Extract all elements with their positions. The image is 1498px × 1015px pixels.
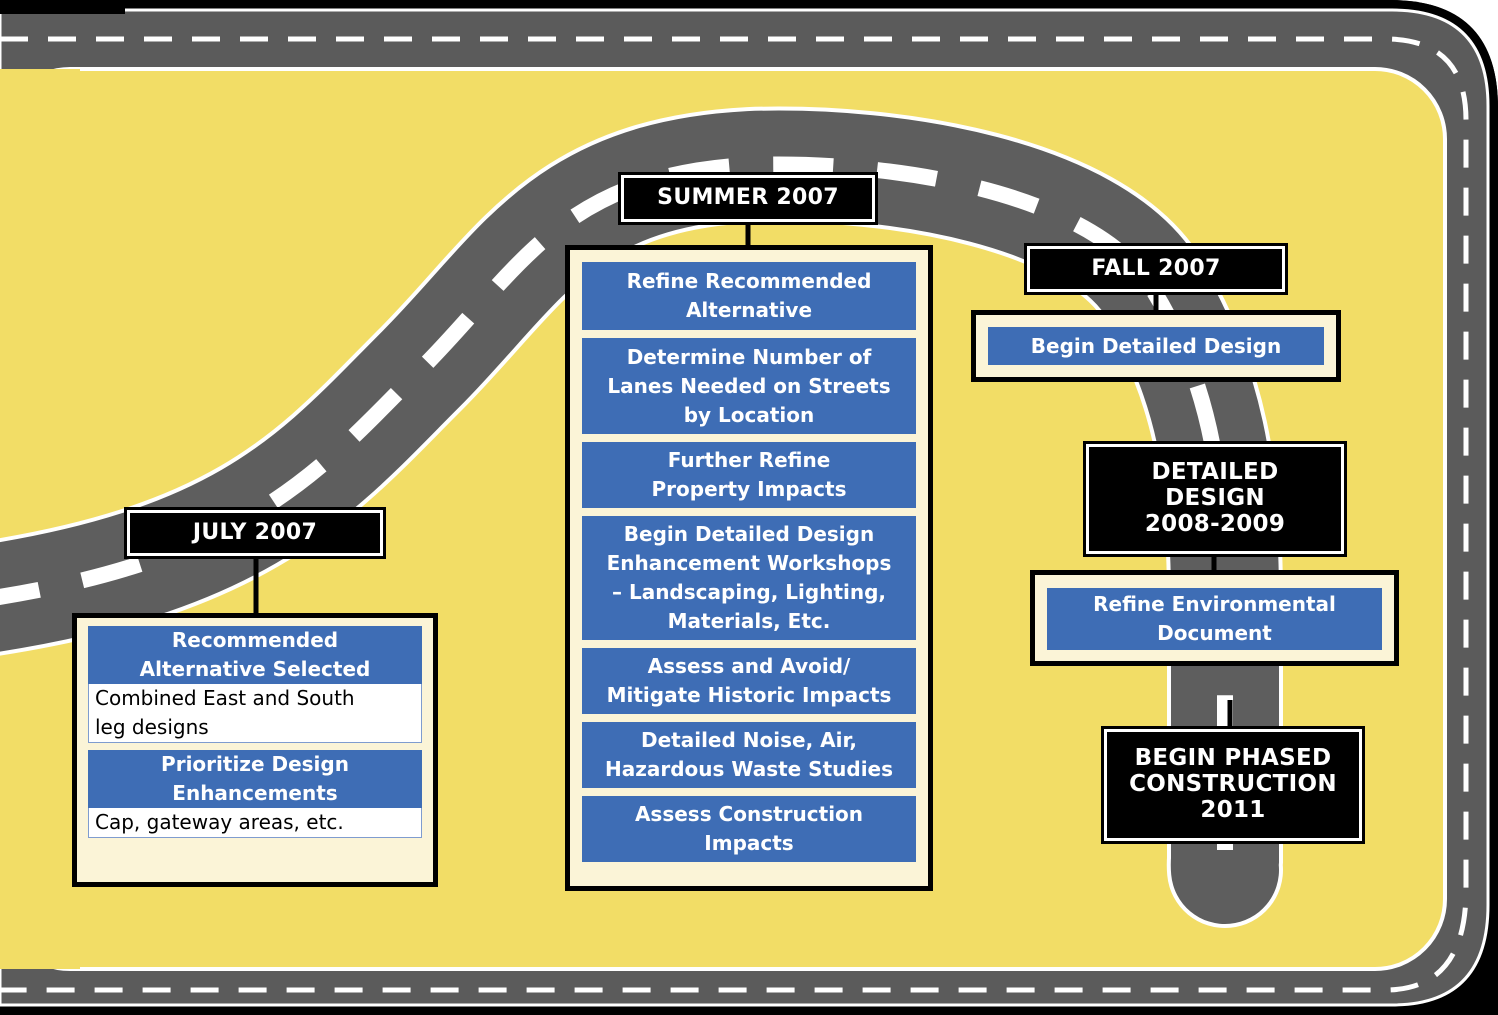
task-determine-lanes: Determine Number of Lanes Needed on Stre… (582, 338, 916, 434)
summer-2007-label: SUMMER 2007 (621, 175, 875, 222)
task-description: Cap, gateway areas, etc. (88, 808, 422, 838)
task-historic-impacts: Assess and Avoid/ Mitigate Historic Impa… (582, 648, 916, 714)
task-refine-environmental: Refine Environmental Document (1047, 588, 1382, 650)
task-construction-impacts: Assess Construction Impacts (582, 796, 916, 862)
summer-2007-panel: Refine Recommended Alternative Determine… (565, 245, 933, 891)
task-enhancement-workshops: Begin Detailed Design Enhancement Worksh… (582, 516, 916, 640)
july-2007-panel: Recommended Alternative Selected Combine… (72, 613, 438, 887)
task-begin-detailed-design: Begin Detailed Design (988, 327, 1324, 365)
corner-tab (0, 0, 125, 14)
fall-2007-panel: Begin Detailed Design (971, 310, 1341, 382)
detailed-design-label: DETAILED DESIGN 2008-2009 (1086, 444, 1344, 554)
construction-2011-label: BEGIN PHASED CONSTRUCTION 2011 (1104, 729, 1362, 841)
task-property-impacts: Further Refine Property Impacts (582, 442, 916, 508)
task-title: Recommended Alternative Selected (88, 626, 422, 684)
task-refine-alternative: Refine Recommended Alternative (582, 262, 916, 330)
task-title: Prioritize Design Enhancements (88, 750, 422, 808)
task-noise-air-studies: Detailed Noise, Air, Hazardous Waste Stu… (582, 722, 916, 788)
detailed-design-panel: Refine Environmental Document (1030, 570, 1399, 666)
task-recommended-alternative: Recommended Alternative Selected Combine… (88, 626, 422, 743)
task-prioritize-enhancements: Prioritize Design Enhancements Cap, gate… (88, 750, 422, 838)
yellow-field-left (0, 69, 80, 969)
task-description: Combined East and South leg designs (88, 684, 422, 743)
july-2007-label: JULY 2007 (127, 510, 383, 556)
fall-2007-label: FALL 2007 (1027, 246, 1285, 292)
